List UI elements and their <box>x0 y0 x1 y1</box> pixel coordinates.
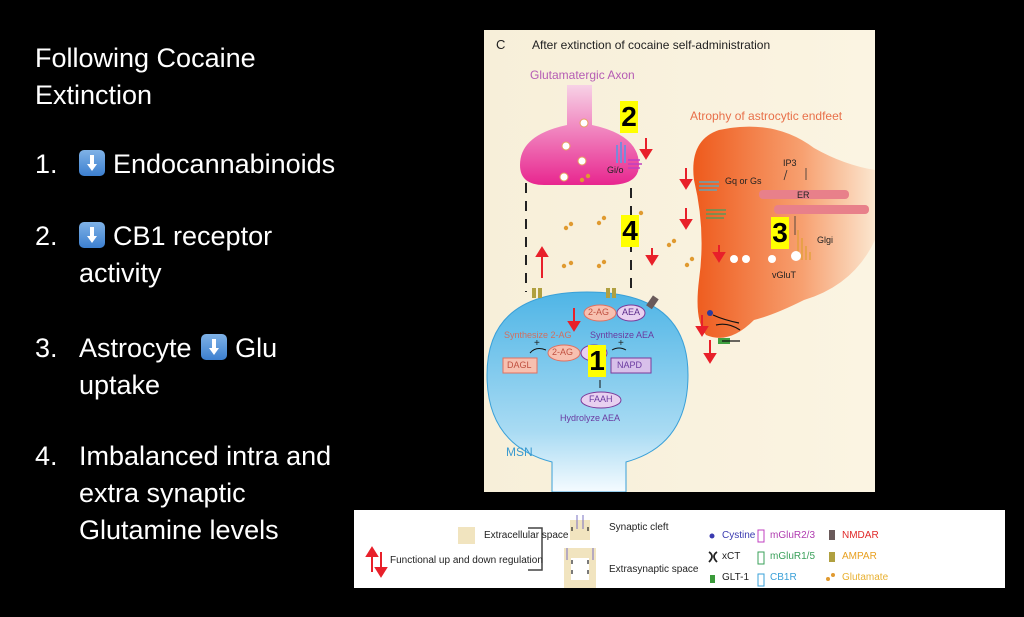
xct <box>712 314 741 331</box>
legend-mglur15: mGluR1/5 <box>770 551 816 562</box>
msn-label: MSN <box>506 445 533 459</box>
diagram-panel: C After extinction of cocaine self-admin… <box>484 30 875 492</box>
marker-2: 2 <box>620 101 638 133</box>
diagram-graphics <box>486 85 875 492</box>
down-arrow-icon <box>79 150 105 176</box>
2ag-label: 2-AG <box>588 307 610 317</box>
astro-label: Atrophy of astrocytic endfeet <box>690 109 843 123</box>
item-text: Glutamine levels <box>79 515 279 545</box>
item-text: uptake <box>79 370 161 400</box>
er-label: ER <box>797 190 810 200</box>
legend-xct: xCT <box>722 551 741 562</box>
slide-title: Following Cocaine Extinction <box>35 40 256 114</box>
marker-3: 3 <box>771 217 789 249</box>
regulation-arrows <box>535 138 726 364</box>
mgluR23-receptor <box>628 159 642 169</box>
legend-cleft: Synaptic cleft <box>609 522 669 533</box>
glgi-label: Glgi <box>817 235 834 245</box>
item-number: 4. <box>35 441 58 471</box>
gio-label: Gi/o <box>607 165 624 175</box>
ip3-label: IP3 <box>783 158 797 168</box>
axon-terminal <box>520 85 639 185</box>
gq-label: Gq or Gs <box>725 176 762 186</box>
axon-label: Glutamatergic Axon <box>530 68 635 82</box>
legend-glt1: GLT-1 <box>722 572 750 583</box>
legend-extracellular: Extracellular space <box>484 530 569 541</box>
glutamate-dots <box>561 173 695 269</box>
legend-nmdar: NMDAR <box>842 530 879 541</box>
cb1r-astro <box>699 181 719 191</box>
plus-sign: + <box>618 338 624 349</box>
item-text: CB1 receptor <box>113 221 273 251</box>
synthesize-aea-label: Synthesize AEA <box>590 330 655 340</box>
legend-updown: Functional up and down regulation <box>390 555 543 566</box>
down-arrow-icon <box>201 334 228 360</box>
legend-cb1r: CB1R <box>770 572 797 583</box>
item-text: extra synaptic <box>79 478 246 508</box>
hydrolyze-label: Hydrolyze AEA <box>560 413 621 423</box>
ampar-receptor <box>532 288 616 298</box>
list-item-2: 2. CB1 receptor activity <box>35 218 379 292</box>
marker-4: 4 <box>621 215 639 247</box>
vesicles <box>559 118 589 182</box>
item-text: activity <box>79 258 162 288</box>
plus-sign: + <box>534 338 540 349</box>
2ag-label: 2-AG <box>552 347 574 357</box>
item-number: 3. <box>35 333 58 363</box>
list-item-1: 1. Endocannabinoids <box>35 146 379 183</box>
legend-extrasyn: Extrasynaptic space <box>609 564 699 575</box>
legend-cystine: Cystine <box>722 530 756 541</box>
legend-graphics <box>365 515 835 588</box>
item-text: Glu <box>235 333 278 363</box>
faah-label: FAAH <box>589 394 613 404</box>
nmdar-receptor <box>646 295 659 310</box>
item-number: 1. <box>35 149 58 179</box>
legend-ampar: AMPAR <box>842 551 877 562</box>
glgi-receptor <box>797 230 811 260</box>
item-number: 2. <box>35 221 58 251</box>
synthesize-2ag-label: Synthesize 2-AG <box>504 330 572 340</box>
title-line-1: Following Cocaine <box>35 43 256 73</box>
legend: Extracellular space Functional up and do… <box>354 510 1005 588</box>
item-text: Astrocyte <box>79 333 192 363</box>
item-text: Endocannabinoids <box>113 149 336 179</box>
napd-label: NAPD <box>617 360 643 370</box>
list-item-3: 3. Astrocyte Glu uptake <box>35 330 379 404</box>
dagl-label: DAGL <box>507 360 532 370</box>
astro-vesicles <box>730 251 801 263</box>
er <box>759 190 869 214</box>
item-text: Imbalanced intra and <box>79 441 332 471</box>
panel-letter: C <box>496 37 506 52</box>
extracellular-swatch <box>458 527 475 544</box>
legend-mglur23: mGluR2/3 <box>770 530 816 541</box>
down-arrow-icon <box>79 222 105 248</box>
msn-neuron <box>486 291 689 492</box>
legend-glutamate: Glutamate <box>842 572 889 583</box>
mgluR15-astro <box>706 209 726 219</box>
cystine <box>707 310 713 316</box>
cb1r-receptor <box>616 142 626 163</box>
marker-1: 1 <box>588 345 606 377</box>
vglut-label: vGluT <box>772 270 797 280</box>
title-line-2: Extinction <box>35 80 153 110</box>
aea-label: AEA <box>622 307 641 317</box>
diagram-title: After extinction of cocaine self-adminis… <box>532 38 771 52</box>
